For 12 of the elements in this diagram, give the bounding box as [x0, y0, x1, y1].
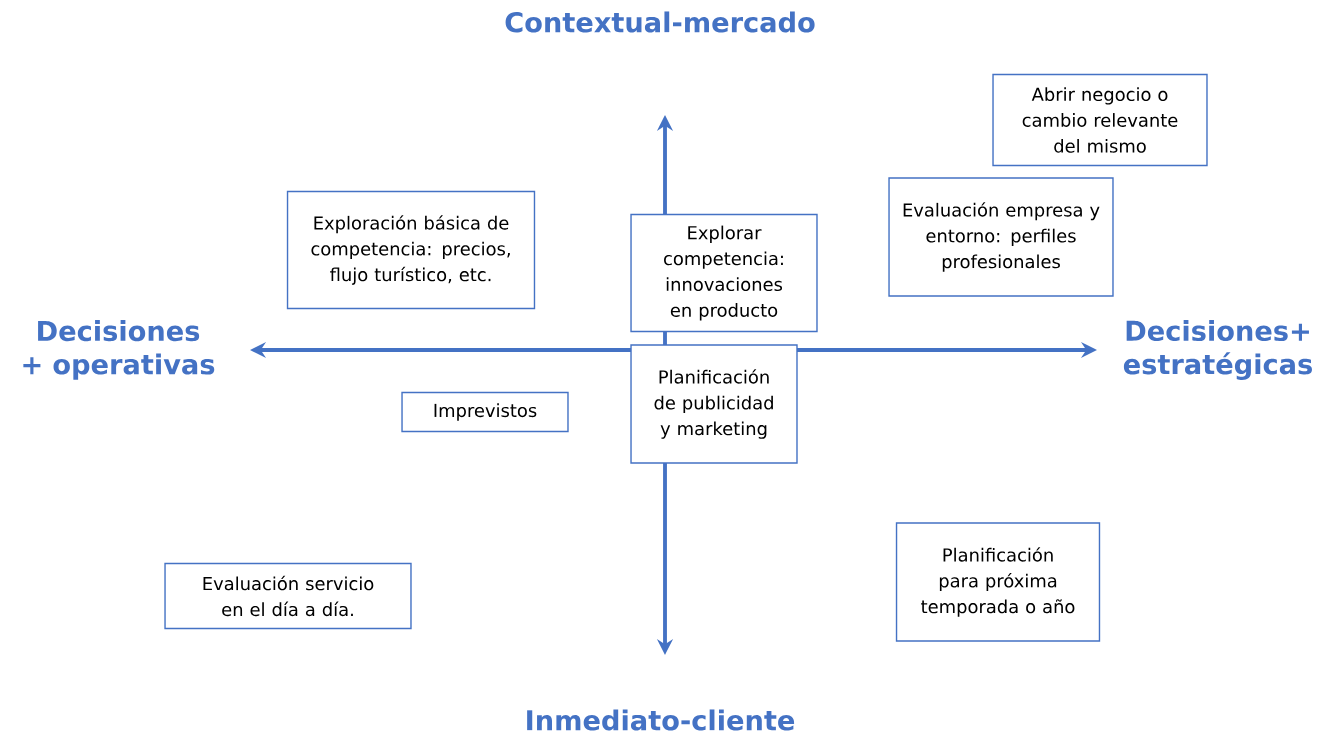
axis-label: Decisiones + operativas [23, 320, 215, 380]
text-box: Planificación de publicidad y marketing [630, 344, 798, 464]
text-box: Evaluación empresa y entorno: perfiles profesionales [888, 177, 1114, 297]
text-box: Explorar competencia: innovaciones en producto [630, 213, 818, 333]
axis-label: Inmediato-cliente [527, 709, 795, 731]
text-box: Abrir negocio o cambio relevante del mismo [992, 73, 1208, 167]
text-box: Imprevistos [401, 391, 569, 433]
axis-label: Contextual-mercado [505, 11, 815, 33]
text-box: Exploración básica de competencia: precios, flujo turístico, etc. [286, 190, 536, 310]
text-box: Planificación para próxima temporada o año [895, 522, 1101, 642]
text-box: Evaluación servicio en el día a día. [164, 562, 412, 630]
axis-label: Decisiones+ estratégicas [1123, 320, 1312, 380]
